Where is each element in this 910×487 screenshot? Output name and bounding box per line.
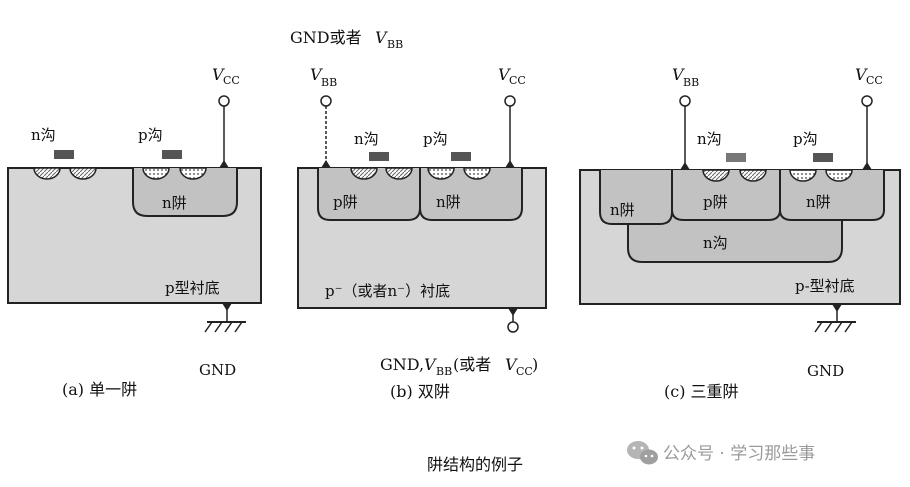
- ground-icon-c: [814, 321, 856, 333]
- n-well-right-c: [779, 170, 885, 221]
- p-plus-diffusion-right-b: [463, 167, 491, 180]
- vcc-label-a: V: [212, 65, 225, 84]
- vcc-label-c: V: [855, 65, 868, 84]
- p-channel-label-b: p沟: [423, 130, 448, 148]
- n-channel-label-a: n沟: [31, 126, 56, 144]
- n-well-b: [419, 168, 523, 221]
- n-well-left-label-c: n阱: [610, 201, 635, 219]
- n-channel-gate-c: [726, 153, 746, 162]
- vbb-label-b: V: [310, 65, 323, 84]
- n-channel-gate-a: [54, 150, 74, 159]
- substrate-label-b: p⁻（或者n⁻）衬底: [325, 282, 450, 300]
- caption-a: (a) 单一阱: [62, 380, 137, 399]
- ground-label-c: GND: [807, 362, 844, 380]
- p-plus-diffusion-right-c: [825, 169, 853, 182]
- ground-label-a: GND: [199, 361, 236, 379]
- ground-icon-a: [204, 321, 246, 333]
- vbb-contact-c: [680, 162, 690, 170]
- wechat-icon: [627, 441, 658, 465]
- vcc-sub-c: CC: [866, 74, 883, 87]
- p-plus-diffusion-left-b: [427, 167, 455, 180]
- p-channel-gate-c: [813, 153, 833, 162]
- n-plus-diffusion-left-c: [702, 169, 730, 182]
- watermark-text: 公众号 · 学习那些事: [663, 444, 815, 464]
- bottom-label-mid-b: (或者: [453, 355, 491, 374]
- vcc-terminal-b: [504, 95, 516, 107]
- p-plus-diffusion-right-a: [179, 167, 207, 180]
- deep-n-well-c: [627, 212, 843, 263]
- top-label-prefix-b: GND或者: [290, 28, 362, 47]
- panel-a: n沟 p沟 n阱 p型衬底 V CC GND (a) 单一阱: [7, 65, 262, 399]
- n-plus-diffusion-right-b: [385, 167, 413, 180]
- n-plus-diffusion-right-c: [739, 169, 767, 182]
- n-channel-label-b: n沟: [354, 130, 379, 148]
- bottom-label-v-b: V: [424, 355, 437, 374]
- bottom-label-v2-b: V: [505, 355, 518, 374]
- caption-c: (c) 三重阱: [664, 382, 739, 401]
- n-channel-gate-b: [369, 152, 389, 161]
- p-plus-diffusion-left-c: [789, 169, 817, 182]
- bottom-terminal-b: [507, 321, 519, 333]
- p-channel-label-a: p沟: [138, 126, 163, 144]
- vbb-terminal-b: [320, 95, 332, 107]
- p-well-label-b: p阱: [333, 193, 358, 211]
- n-well-right-label-c: n阱: [806, 193, 831, 211]
- deep-n-well-label-c: n沟: [703, 234, 728, 252]
- vbb-contact-b: [321, 160, 331, 168]
- p-channel-gate-b: [451, 152, 471, 161]
- substrate-label-c: p-型衬底: [795, 277, 855, 295]
- top-label-v-b: V: [375, 28, 388, 47]
- vcc-contact-b: [505, 160, 515, 168]
- vbb-terminal-c: [679, 95, 691, 107]
- n-plus-diffusion-left-a: [33, 167, 61, 180]
- p-channel-gate-a: [162, 150, 182, 159]
- vcc-contact-c: [862, 162, 872, 170]
- n-well-label-a: n阱: [162, 194, 187, 212]
- vcc-terminal-a: [218, 95, 230, 107]
- p-well-b: [317, 168, 421, 221]
- bottom-label-sub-b: BB: [436, 365, 452, 378]
- bottom-label-prefix-b: GND,: [380, 355, 424, 374]
- bottom-label-sub2-b: CC: [516, 365, 533, 378]
- vbb-sub-b: BB: [321, 76, 337, 89]
- n-channel-label-c: n沟: [697, 130, 722, 148]
- n-plus-diffusion-right-a: [69, 167, 97, 180]
- p-channel-label-c: p沟: [793, 130, 818, 148]
- panel-c: n沟 p沟 n阱 p阱 n阱 n沟 p-型衬底 V BB V CC GND (c…: [579, 65, 901, 401]
- figure-caption: 阱结构的例子: [427, 455, 523, 474]
- vbb-label-c: V: [672, 65, 685, 84]
- p-well-label-c: p阱: [703, 193, 728, 211]
- n-plus-diffusion-left-b: [350, 167, 378, 180]
- panel-b: GND或者 V BB n沟 p沟 p阱 n阱 p⁻（或者n⁻）衬底 V BB V…: [290, 28, 547, 401]
- caption-b: (b) 双阱: [390, 382, 450, 401]
- p-well-c: [671, 170, 781, 221]
- top-label-sub-b: BB: [387, 38, 403, 51]
- vcc-sub-b: CC: [509, 74, 526, 87]
- vbb-sub-c: BB: [683, 76, 699, 89]
- substrate-label-a: p型衬底: [165, 279, 220, 297]
- vcc-label-b: V: [498, 65, 511, 84]
- n-well-a: [132, 168, 238, 217]
- p-plus-diffusion-left-a: [142, 167, 170, 180]
- vcc-sub-a: CC: [223, 74, 240, 87]
- n-well-left-c: [599, 170, 673, 225]
- vcc-terminal-c: [861, 95, 873, 107]
- bottom-label-end-b: ): [532, 355, 538, 374]
- vcc-contact-a: [219, 160, 229, 168]
- watermark: 公众号 · 学习那些事: [627, 441, 815, 465]
- n-well-label-b: n阱: [436, 193, 461, 211]
